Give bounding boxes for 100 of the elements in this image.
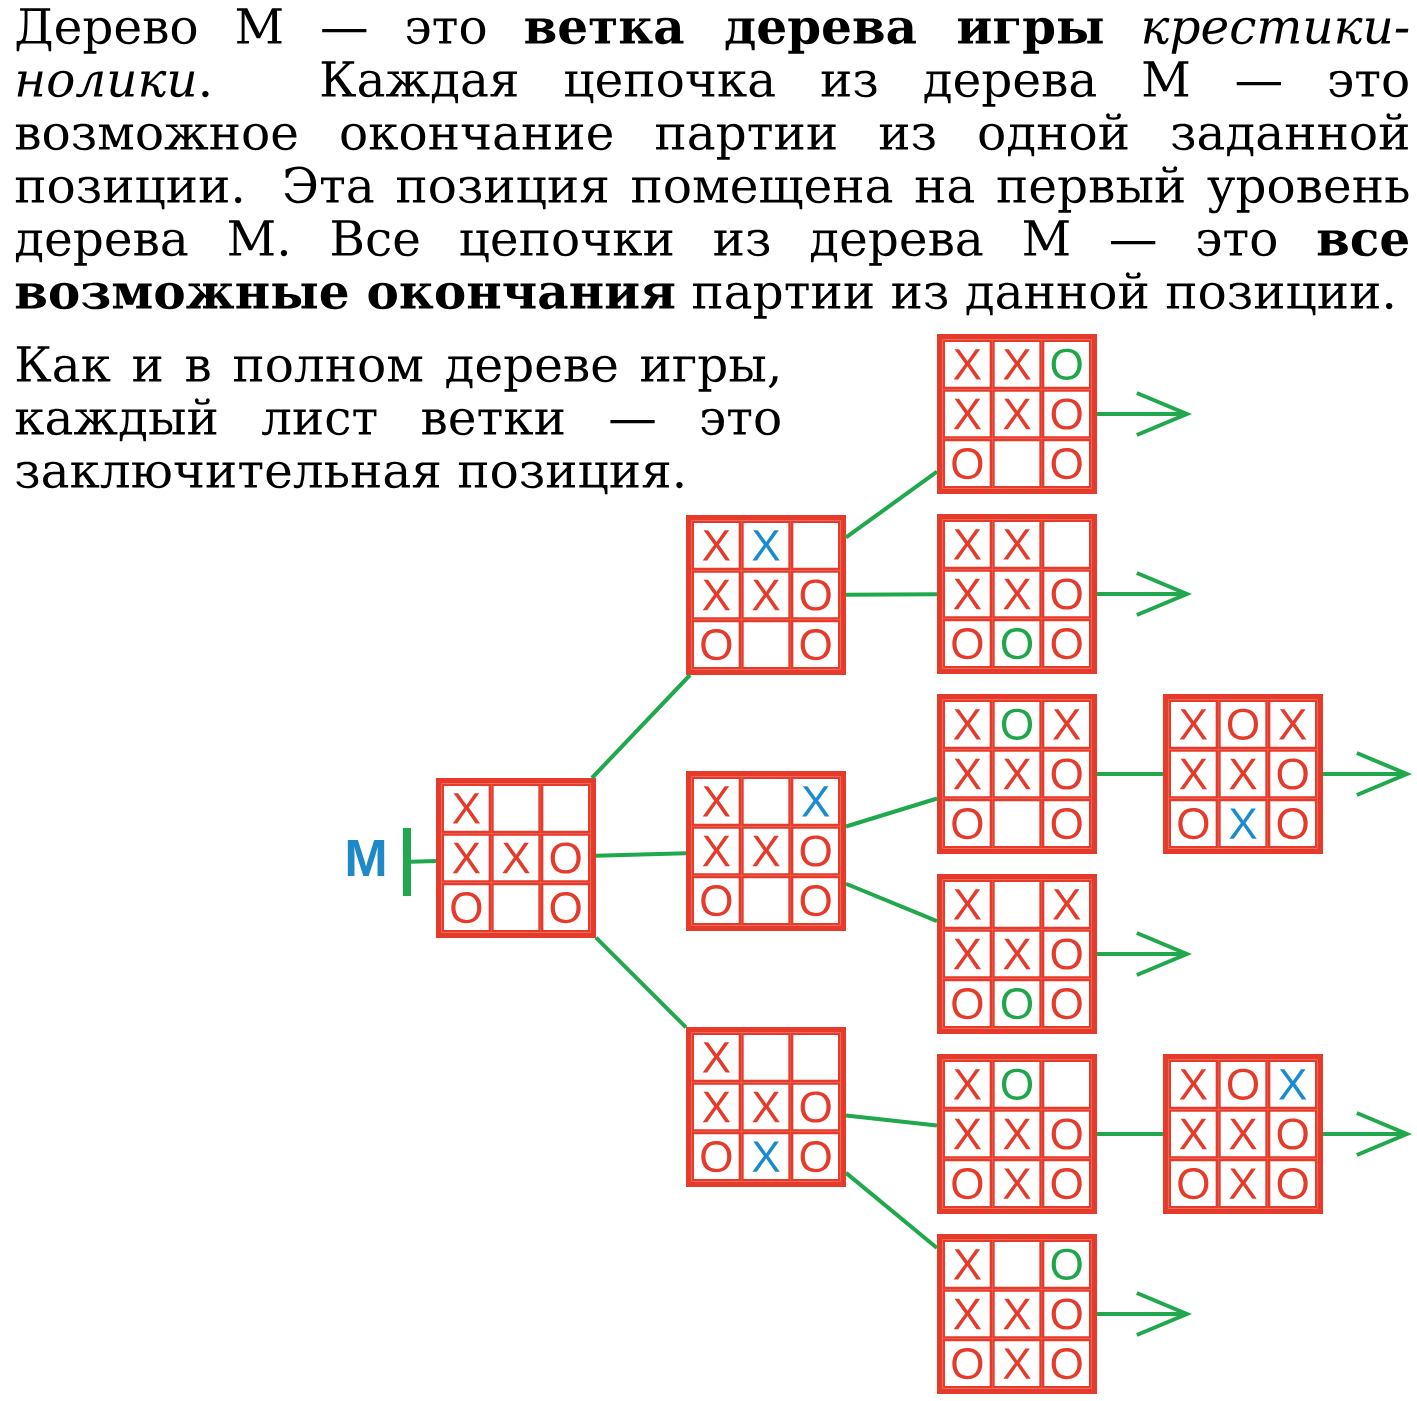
marked-cell: O	[1041, 978, 1092, 1029]
marked-cell: O	[942, 978, 993, 1029]
marked-cell: O	[1041, 929, 1092, 979]
connector-line	[590, 673, 692, 780]
marked-cell: X	[992, 1109, 1042, 1159]
game-board	[1163, 1054, 1323, 1214]
marked-cell: O	[1267, 1158, 1318, 1209]
connector-line	[844, 1171, 939, 1250]
marked-cell: O	[1041, 1109, 1092, 1159]
marked-cell: O	[1041, 1289, 1092, 1339]
empty-cell	[741, 875, 791, 926]
game-board	[436, 778, 596, 938]
marked-cell: X	[741, 826, 791, 876]
game-board	[1163, 694, 1323, 854]
marked-cell: X	[741, 570, 791, 620]
marked-cell: X	[1218, 798, 1268, 849]
marked-cell: O	[1041, 569, 1092, 619]
empty-cell	[491, 783, 541, 834]
marked-cell: X	[1168, 699, 1219, 750]
marked-cell: X	[691, 1032, 742, 1083]
connector-line	[1097, 1132, 1163, 1136]
marked-cell: O	[790, 570, 841, 620]
marked-cell: X	[992, 1338, 1042, 1389]
marked-cell: O	[1041, 1158, 1092, 1209]
empty-cell	[741, 1032, 791, 1083]
marked-cell: O	[790, 1131, 841, 1182]
connector-line	[410, 858, 437, 864]
marked-cell: O	[1168, 798, 1219, 849]
marked-cell: X	[1267, 1059, 1318, 1110]
marked-cell: O	[540, 833, 591, 883]
empty-cell	[992, 798, 1042, 849]
connector-line	[595, 851, 687, 858]
marked-cell: X	[942, 929, 993, 979]
marked-cell: O	[1041, 798, 1092, 849]
marked-cell: X	[741, 1131, 791, 1182]
marked-cell: O	[790, 1082, 841, 1132]
marked-cell: X	[441, 833, 492, 883]
marked-cell: X	[1168, 1059, 1219, 1110]
marked-cell: X	[992, 339, 1042, 390]
marked-cell: X	[942, 699, 993, 750]
marked-cell: X	[942, 569, 993, 619]
game-board	[686, 771, 846, 931]
game-board	[937, 1054, 1097, 1214]
marked-cell: X	[942, 1109, 993, 1159]
game-board	[937, 514, 1097, 674]
empty-cell	[1041, 519, 1092, 570]
marked-cell: X	[1218, 1158, 1268, 1209]
marked-cell: O	[1267, 1109, 1318, 1159]
marked-cell: X	[992, 569, 1042, 619]
marked-cell: X	[992, 389, 1042, 439]
marked-cell: O	[1267, 749, 1318, 799]
marked-cell: X	[992, 1158, 1042, 1209]
marked-cell: X	[1267, 699, 1318, 750]
marked-cell: O	[942, 1158, 993, 1209]
marked-cell: O	[1218, 1059, 1268, 1110]
connector-line	[846, 592, 938, 597]
marked-cell: X	[1218, 1109, 1268, 1159]
empty-cell	[790, 1032, 841, 1083]
marked-cell: X	[441, 783, 492, 834]
marked-cell: O	[1041, 1338, 1092, 1389]
marked-cell: X	[992, 929, 1042, 979]
marked-cell: O	[691, 875, 742, 926]
marked-cell: X	[491, 833, 541, 883]
marked-cell: O	[441, 882, 492, 933]
marked-cell: X	[790, 776, 841, 827]
marked-cell: X	[741, 1082, 791, 1132]
connector-line	[845, 1113, 938, 1128]
marked-cell: X	[691, 1082, 742, 1132]
connector-line	[844, 470, 939, 540]
tree-label: М	[347, 840, 385, 876]
empty-cell	[741, 776, 791, 827]
paragraph: Дерево М — это ветка дерева игры крестики-нолики. Каждая цепочка из дерева М — это возможное окончание партии из одной заданной позиции. Эта позиция помещена на первый уровень дерева М. Все цепочки из дерева М — это все возможные окончания партии из данной позиции.	[15, 8, 1409, 319]
marked-cell: O	[1041, 618, 1092, 669]
marked-cell: X	[992, 749, 1042, 799]
connector-line	[845, 796, 938, 829]
marked-cell: X	[992, 1289, 1042, 1339]
marked-cell: X	[942, 1059, 993, 1110]
game-board	[686, 1027, 846, 1187]
marked-cell: X	[1041, 879, 1092, 930]
marked-cell: O	[992, 1059, 1042, 1110]
marked-cell: X	[691, 826, 742, 876]
marked-cell: O	[790, 875, 841, 926]
marked-cell: X	[942, 1289, 993, 1339]
marked-cell: O	[992, 699, 1042, 750]
empty-cell	[741, 619, 791, 670]
game-board	[937, 694, 1097, 854]
marked-cell: X	[691, 776, 742, 827]
marked-cell: X	[1168, 1109, 1219, 1159]
connector-line	[594, 936, 688, 1029]
marked-cell: X	[942, 1239, 993, 1290]
marked-cell: O	[942, 438, 993, 489]
game-board	[686, 515, 846, 675]
empty-cell	[992, 1239, 1042, 1290]
marked-cell: X	[691, 520, 742, 571]
marked-cell: O	[942, 798, 993, 849]
connector-line	[845, 881, 938, 924]
marked-cell: X	[942, 749, 993, 799]
marked-cell: X	[942, 389, 993, 439]
empty-cell	[491, 882, 541, 933]
game-board	[937, 874, 1097, 1034]
